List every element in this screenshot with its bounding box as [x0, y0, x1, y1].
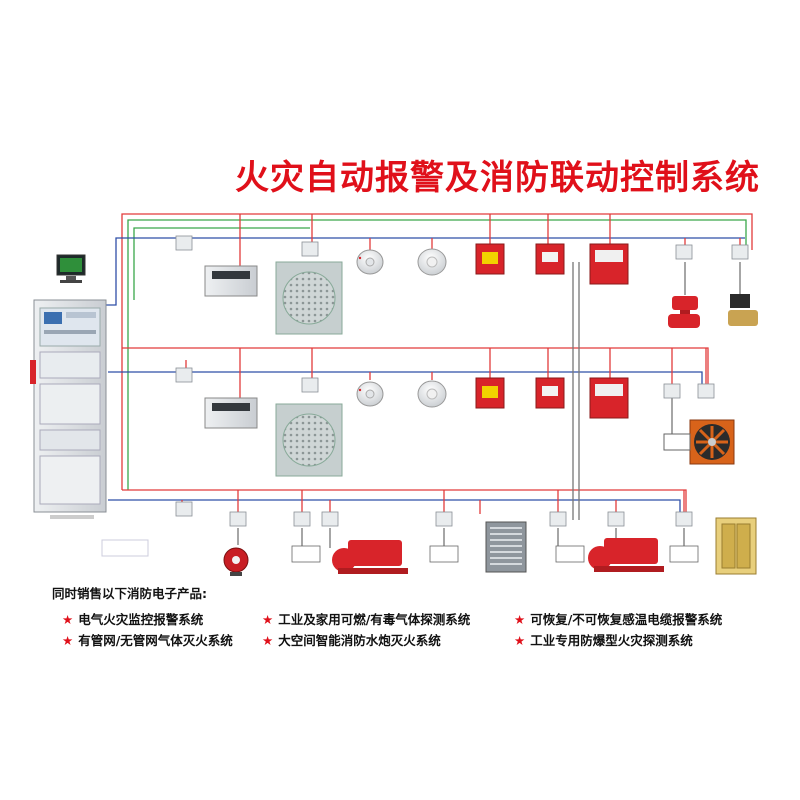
fire-pump-icon [332, 538, 664, 574]
page-title: 火灾自动报警及消防联动控制系统 [235, 158, 760, 198]
product-item: ★工业及家用可燃/有毒气体探测系统 [262, 612, 471, 627]
star-icon: ★ [262, 612, 274, 627]
fire-control-cabinet-icon [30, 299, 149, 557]
star-icon: ★ [514, 633, 526, 648]
valve-icon [668, 296, 700, 328]
star-icon: ★ [514, 612, 526, 627]
star-icon: ★ [262, 633, 274, 648]
fan-controller [663, 433, 691, 451]
product-item: ★可恢复/不可恢复感温电缆报警系统 [514, 612, 723, 627]
product-item: ★大空间智能消防水炮灭火系统 [262, 633, 441, 648]
manual-call-point-icon [475, 243, 505, 409]
star-icon: ★ [62, 633, 74, 648]
exhaust-fan-icon [689, 419, 735, 465]
speaker-icon [275, 261, 343, 477]
sounder-strobe-icon [589, 243, 629, 419]
hydrant-button-icon [535, 243, 565, 409]
monitor-icon [56, 254, 86, 283]
heat-detector-icon [417, 248, 447, 408]
star-icon: ★ [62, 612, 74, 627]
solenoid-valve-icon [728, 294, 758, 326]
product-item: ★工业专用防爆型火灾探测系统 [514, 633, 693, 648]
fire-damper-icon [485, 521, 527, 573]
product-item: ★有管网/无管网气体灭火系统 [62, 633, 233, 648]
elevator-icon [715, 517, 757, 575]
alarm-bell-icon [223, 547, 249, 576]
product-list-intro: 同时销售以下消防电子产品: [52, 586, 207, 601]
control-boxes-bottom [291, 545, 699, 563]
display-panel-icon [204, 265, 258, 429]
module-boxes [175, 235, 749, 527]
smoke-detector-icon [356, 249, 384, 407]
product-list: 同时销售以下消防电子产品: ★电气火灾监控报警系统 ★工业及家用可燃/有毒气体探… [52, 583, 772, 648]
product-item: ★电气火灾监控报警系统 [62, 612, 204, 627]
